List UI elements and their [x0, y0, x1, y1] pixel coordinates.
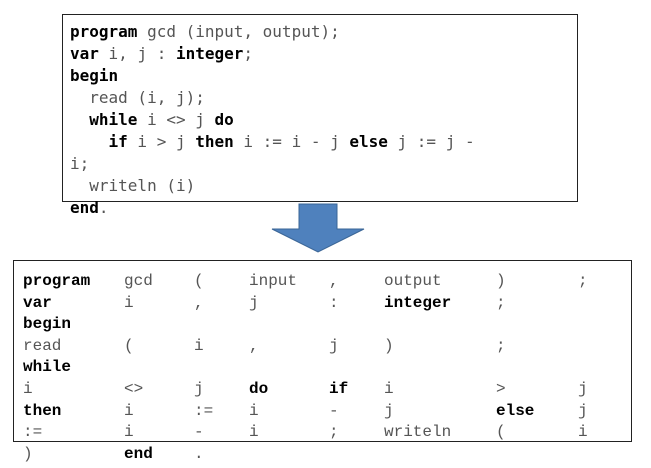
- token: ): [496, 272, 506, 290]
- token: (: [124, 336, 134, 355]
- token: ;: [496, 336, 506, 355]
- token: -: [329, 401, 339, 420]
- token: :=: [194, 401, 214, 420]
- code-segment: i > j: [127, 132, 196, 151]
- token-stream-box: program gcd ( input, output); var i, j: integer;…: [13, 260, 632, 463]
- code-segment: j := j -: [387, 132, 475, 151]
- code-keyword: begin: [70, 66, 119, 85]
- down-arrow-icon: [271, 203, 365, 253]
- token: ): [23, 444, 33, 463]
- code-keyword: if: [108, 132, 128, 151]
- code-segment: .: [98, 198, 109, 217]
- token: ;: [578, 272, 588, 290]
- code-line: i;: [70, 154, 89, 173]
- code-segment: read (i, j);: [70, 88, 205, 107]
- code-line: if i > j then i := i - j else j := j -: [70, 132, 475, 151]
- token-keyword: else: [496, 401, 535, 420]
- token: input: [249, 272, 298, 290]
- code-line: begin: [70, 66, 118, 85]
- token: >: [496, 380, 506, 398]
- token: <>: [124, 380, 144, 398]
- code-line: read (i, j);: [70, 88, 205, 107]
- token-keyword: integer: [384, 293, 452, 312]
- token: gcd: [124, 272, 153, 290]
- code-line: writeln (i): [70, 176, 195, 195]
- source-code-text: program gcd (input, output); var i, j : …: [70, 21, 475, 219]
- token: j: [194, 380, 204, 398]
- token: j: [249, 293, 259, 312]
- token: i: [578, 423, 588, 442]
- token-keyword: while: [23, 358, 72, 377]
- code-segment: writeln (i): [70, 176, 196, 195]
- token: j: [578, 401, 588, 420]
- code-line: end.: [70, 198, 109, 217]
- token: i: [124, 423, 134, 442]
- code-line: program gcd (input, output);: [70, 22, 340, 41]
- token: read: [23, 336, 62, 355]
- token-keyword: then: [23, 401, 62, 420]
- token: :=: [23, 423, 43, 442]
- token: -: [194, 423, 204, 442]
- token: i: [249, 423, 259, 442]
- code-keyword: do: [214, 110, 234, 129]
- token-keyword: var: [23, 293, 52, 312]
- token: ): [384, 336, 394, 355]
- token: i: [384, 380, 394, 398]
- code-segment: i <> j: [137, 110, 215, 129]
- code-segment: i;: [70, 154, 90, 173]
- code-line: var i, j : integer;: [70, 44, 253, 63]
- token: (: [194, 272, 204, 290]
- code-keyword: integer: [175, 44, 244, 63]
- token: output: [384, 272, 442, 290]
- token: ;: [329, 423, 339, 442]
- code-segment: i := i - j: [233, 132, 350, 151]
- code-keyword: while: [89, 110, 138, 129]
- token: j: [329, 336, 339, 355]
- token: ,: [194, 293, 204, 312]
- token-keyword: begin: [23, 315, 72, 334]
- token-keyword: do: [249, 380, 269, 398]
- token: i: [124, 293, 134, 312]
- source-code-box: [62, 14, 578, 202]
- token: j: [578, 380, 588, 398]
- token: i: [249, 401, 259, 420]
- code-segment: [70, 132, 109, 151]
- token-keyword: end: [124, 444, 153, 463]
- token: i: [23, 380, 33, 398]
- code-keyword: end: [70, 198, 99, 217]
- token-keyword: if: [329, 380, 349, 398]
- token-keyword: program: [23, 272, 91, 290]
- token: ,: [249, 336, 259, 355]
- code-keyword: else: [349, 132, 388, 151]
- code-line: while i <> j do: [70, 110, 234, 129]
- token: j: [384, 401, 394, 420]
- token: writeln: [384, 423, 452, 442]
- token: .: [194, 444, 204, 463]
- token: i: [124, 401, 134, 420]
- code-keyword: program: [70, 22, 138, 41]
- code-keyword: then: [195, 132, 234, 151]
- token: ;: [496, 293, 506, 312]
- code-segment: i, j :: [98, 44, 176, 63]
- token: :: [329, 293, 339, 312]
- token: i: [194, 336, 204, 355]
- code-keyword: var: [70, 44, 99, 63]
- token: ,: [329, 272, 339, 290]
- code-segment: ;: [243, 44, 254, 63]
- code-segment: gcd (input, output);: [137, 22, 340, 41]
- code-segment: [70, 110, 89, 129]
- token: (: [496, 423, 506, 442]
